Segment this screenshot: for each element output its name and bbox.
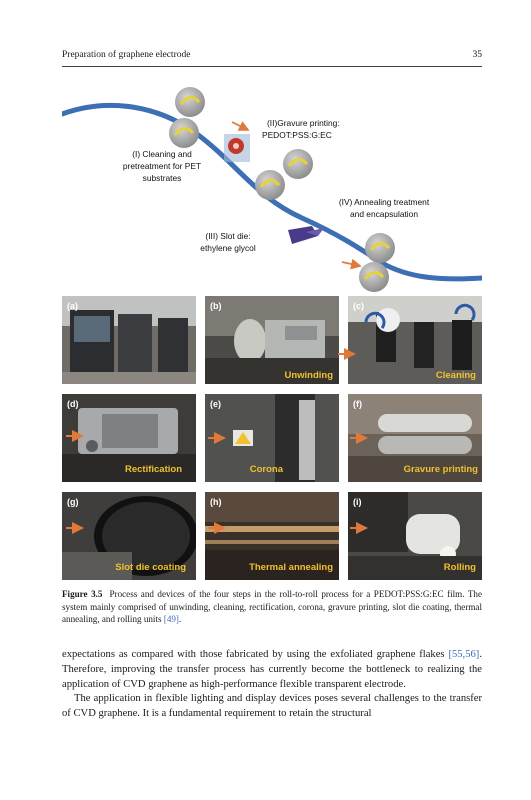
- svg-text:(e): (e): [210, 399, 221, 409]
- p1-text-b: . Therefore, improving the transfer proc…: [62, 649, 482, 690]
- diagram-svg: (II)Gravure printing: PEDOT:PSS:G:EC (I)…: [62, 87, 482, 292]
- svg-text:and encapsulation: and encapsulation: [350, 209, 418, 219]
- svg-text:PEDOT:PSS:G:EC: PEDOT:PSS:G:EC: [262, 130, 332, 140]
- header-rule: [62, 66, 482, 67]
- svg-text:Corona: Corona: [250, 464, 284, 475]
- photo-b: (b) Unwinding: [205, 296, 339, 384]
- svg-text:(h): (h): [210, 497, 222, 507]
- caption-text: Process and devices of the four steps in…: [62, 589, 482, 625]
- photo-d: (d) Rectification: [62, 394, 196, 482]
- photo-e: (e) Corona: [205, 394, 339, 482]
- figure-caption: Figure 3.5 Process and devices of the fo…: [62, 588, 482, 626]
- svg-text:(f): (f): [353, 399, 362, 409]
- running-title: Preparation of graphene electrode: [62, 50, 191, 60]
- body-text: expectations as compared with those fabr…: [62, 648, 482, 722]
- roller-2: [169, 118, 199, 148]
- caption-end: .: [178, 614, 182, 625]
- roller-1: [175, 87, 205, 117]
- svg-text:(b): (b): [210, 301, 222, 311]
- page-header: Preparation of graphene electrode 35: [62, 50, 482, 64]
- substrate-web-path: [62, 102, 482, 282]
- p1-text-a: expectations as compared with those fabr…: [62, 649, 445, 660]
- svg-text:(I) Cleaning and: (I) Cleaning and: [132, 149, 192, 159]
- svg-text:(II)Gravure printing:: (II)Gravure printing:: [267, 118, 340, 128]
- svg-text:(g): (g): [67, 497, 79, 507]
- paragraph-2: The application in flexible lighting and…: [62, 693, 482, 720]
- figure-label: Figure 3.5: [62, 589, 103, 599]
- svg-text:Cleaning: Cleaning: [436, 370, 476, 381]
- photo-a: (a): [62, 296, 196, 384]
- svg-text:Thermal annealing: Thermal annealing: [249, 562, 333, 573]
- gravure-arrow: [231, 121, 250, 131]
- photo-g: (g) Slot die coating: [62, 492, 196, 580]
- roller-3: [283, 149, 313, 179]
- page-number: 35: [472, 50, 483, 60]
- photo-f: (f) Gravure printing: [348, 394, 482, 482]
- svg-text:Rectification: Rectification: [125, 464, 182, 475]
- svg-text:ethylene glycol: ethylene glycol: [200, 243, 256, 253]
- svg-text:(a): (a): [67, 301, 78, 311]
- roller-6: [359, 262, 389, 292]
- roller-5: [365, 233, 395, 263]
- gravure-unit: [224, 134, 250, 162]
- svg-text:pretreatment for PET: pretreatment for PET: [123, 161, 201, 171]
- roll-to-roll-diagram: (II)Gravure printing: PEDOT:PSS:G:EC (I)…: [62, 78, 482, 293]
- p1-ref-link[interactable]: [55,56]: [448, 649, 480, 660]
- photo-h: (h) Thermal annealing: [205, 492, 339, 580]
- paragraph-1: expectations as compared with those fabr…: [62, 648, 482, 692]
- photo-c: (c) Cleaning: [348, 296, 482, 384]
- svg-text:Gravure printing: Gravure printing: [404, 464, 479, 475]
- svg-text:(III) Slot die:: (III) Slot die:: [205, 231, 250, 241]
- svg-text:(IV) Annealing treatment: (IV) Annealing treatment: [339, 197, 430, 207]
- svg-text:Unwinding: Unwinding: [284, 370, 333, 381]
- annealing-arrow: [341, 258, 362, 270]
- svg-text:(d): (d): [67, 399, 79, 409]
- svg-text:substrates: substrates: [143, 173, 182, 183]
- roller-4: [255, 170, 285, 200]
- svg-text:(c): (c): [353, 301, 364, 311]
- svg-text:Slot die coating: Slot die coating: [115, 562, 186, 573]
- slot-die-nozzle: [288, 226, 324, 244]
- svg-text:(i): (i): [353, 497, 362, 507]
- photo-i: (i) Rolling: [348, 492, 482, 580]
- svg-text:Rolling: Rolling: [444, 562, 476, 573]
- caption-ref-link[interactable]: [49]: [163, 614, 179, 625]
